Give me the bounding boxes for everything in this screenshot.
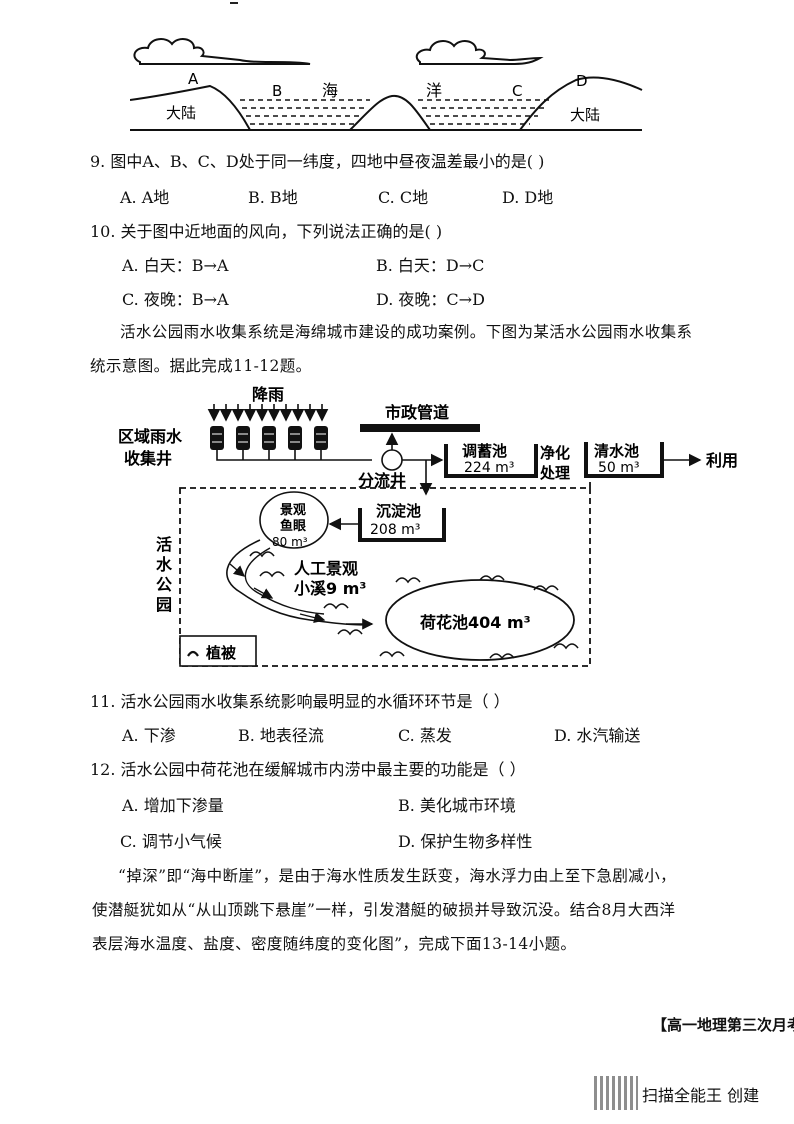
label-D: D <box>576 72 588 90</box>
fish-eye-pond <box>259 491 329 549</box>
label-C: C <box>512 82 522 100</box>
intro-11-12-line-2: 统示意图。据此完成11-12题。 <box>90 357 312 375</box>
vegetation-legend-icon <box>187 650 199 657</box>
split-well-label: 分流井 <box>358 471 406 490</box>
footer-exam-tag: 【高一地理第三次月考 <box>652 1016 794 1034</box>
q12-option-c[interactable]: C. 调节小气候 <box>120 832 222 851</box>
collection-well-label-2: 收集井 <box>124 449 172 468</box>
watermark-text: 扫描全能王 创建 <box>642 1086 760 1105</box>
park-label-2: 水 <box>156 555 173 574</box>
label-B: B <box>272 82 282 100</box>
collection-well-label-1: 区域雨水 <box>118 427 183 446</box>
q11-option-a[interactable]: A. 下渗 <box>122 726 176 745</box>
q12-option-d[interactable]: D. 保护生物多样性 <box>398 832 533 851</box>
municipal-pipe-label: 市政管道 <box>385 403 449 422</box>
intro-13-14-line-3: 表层海水温度、盐度、密度随纬度的变化图”，完成下面13-14小题。 <box>92 935 577 953</box>
legend-label: 植被 <box>206 644 237 662</box>
split-well-circle <box>381 449 403 471</box>
label-A: A <box>188 70 199 88</box>
cloud-right-icon <box>415 40 544 65</box>
intro-13-14-line-2: 使潜艇犹如从“从山顶跳下悬崖”一样，引发潜艇的破损并导致沉没。结合8月大西洋 <box>92 901 676 919</box>
rainwater-system-diagram: 降雨 区域雨水 收集井 市政管道 分流井 <box>118 385 738 667</box>
label-land-right: 大陆 <box>570 106 600 124</box>
municipal-pipe-bar <box>360 424 480 432</box>
intro-13-14-line-1: “掉深”即“海中断崖”，是由于海水性质发生跃变，海水浮力由上至下急剧减小， <box>118 867 676 885</box>
q9-option-b[interactable]: B. B地 <box>248 188 298 207</box>
sedimentation-pool <box>358 508 446 542</box>
park-label-4: 园 <box>156 595 172 614</box>
park-label-1: 活 <box>156 535 172 554</box>
use-label: 利用 <box>706 451 738 470</box>
park-boundary <box>179 487 591 667</box>
cloud-left-icon <box>133 38 311 65</box>
q12-option-b[interactable]: B. 美化城市环境 <box>398 796 516 815</box>
purify-label-2: 处理 <box>539 464 570 482</box>
land-sea-diagram: A B 海 洋 C D 大陆 大陆 <box>130 2 643 131</box>
lotus-pond-label: 荷花池404 m³ <box>420 613 531 632</box>
purify-label-1: 净化 <box>540 444 570 462</box>
q10-option-a[interactable]: A. 白天：B→A <box>122 256 229 275</box>
fish-eye-label-2: 鱼眼 <box>280 518 307 534</box>
label-land-left: 大陆 <box>166 104 196 122</box>
clear-pool-label: 清水池 <box>594 442 639 460</box>
rain-arrows <box>207 404 329 422</box>
intro-11-12-line-1: 活水公园雨水收集系统是海绵城市建设的成功案例。下图为某活水公园雨水收集系 <box>120 323 693 341</box>
q11-option-c[interactable]: C. 蒸发 <box>398 726 452 745</box>
q10-option-d[interactable]: D. 夜晚：C→D <box>376 290 485 309</box>
q9-option-d[interactable]: D. D地 <box>502 188 554 207</box>
q12-option-a[interactable]: A. 增加下渗量 <box>122 796 224 815</box>
q9-option-a[interactable]: A. A地 <box>120 188 170 207</box>
q10-option-c[interactable]: C. 夜晚：B→A <box>122 290 229 309</box>
stream-path <box>226 539 373 626</box>
qr-code-icon <box>594 1076 638 1110</box>
q9-option-c[interactable]: C. C地 <box>378 188 429 207</box>
rain-label: 降雨 <box>252 385 284 404</box>
vegetation-icons <box>249 551 579 660</box>
clear-pool-volume: 50 m³ <box>598 460 640 476</box>
storage-pool <box>444 444 538 478</box>
sedimentation-label: 沉淀池 <box>376 502 421 520</box>
collection-wells <box>210 426 328 450</box>
park-label-3: 公 <box>156 575 172 594</box>
question-12-stem: 12. 活水公园中荷花池在缓解城市内涝中最主要的功能是（ ） <box>90 760 526 779</box>
question-10-stem: 10. 关于图中近地面的风向，下列说法正确的是( ) <box>90 222 443 241</box>
q10-option-b[interactable]: B. 白天：D→C <box>376 256 485 275</box>
label-sea-2: 洋 <box>426 81 442 100</box>
question-11-stem: 11. 活水公园雨水收集系统影响最明显的水循环环节是（ ） <box>90 692 510 711</box>
clear-pool <box>584 442 664 478</box>
q11-option-b[interactable]: B. 地表径流 <box>238 726 324 745</box>
sedimentation-volume: 208 m³ <box>370 522 420 538</box>
fish-eye-volume: 80 m³ <box>272 535 308 549</box>
storage-pool-label: 调蓄池 <box>462 442 507 460</box>
label-sea-1: 海 <box>322 81 338 100</box>
q11-option-d[interactable]: D. 水汽输送 <box>554 726 641 745</box>
stream-label-1: 人工景观 <box>294 559 358 578</box>
fish-eye-label-1: 景观 <box>280 503 306 518</box>
question-9-stem: 9. 图中A、B、C、D处于同一纬度，四地中昼夜温差最小的是( ) <box>90 152 545 171</box>
storage-pool-volume: 224 m³ <box>464 460 514 476</box>
stream-label-2: 小溪9 m³ <box>294 579 366 598</box>
